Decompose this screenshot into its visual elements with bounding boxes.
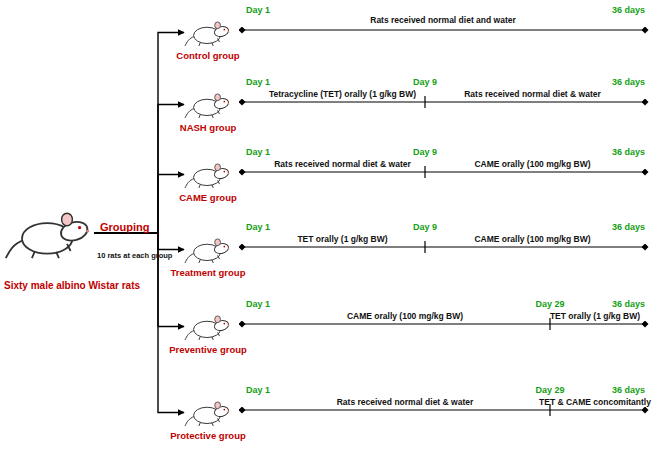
annotation: Rats received normal diet & water <box>337 398 474 407</box>
rat-illustration <box>184 159 232 190</box>
timeline-tick <box>424 241 425 253</box>
grouping-connector <box>94 175 184 234</box>
rat-illustration <box>184 397 232 428</box>
annotation: Rats received normal diet and water <box>370 16 516 25</box>
group-rat: CAME group <box>184 159 232 190</box>
grouping-connector <box>94 105 184 234</box>
day-marker: 36 days <box>612 223 645 232</box>
grouping-connector <box>94 233 184 250</box>
day-marker: 36 days <box>612 386 645 395</box>
timeline <box>242 246 645 247</box>
group-label: Treatment group <box>171 267 246 278</box>
annotation: Grouping <box>100 222 150 233</box>
rat-population: Sixty male albino Wistar rats <box>4 188 94 278</box>
day-marker: Day 1 <box>246 148 270 157</box>
rat-illustration <box>185 316 230 340</box>
annotation: Rats received normal diet & water <box>274 160 411 169</box>
day-marker: 36 days <box>612 6 645 15</box>
rat-illustration <box>184 234 232 265</box>
annotation: TET orally (1 g/kg BW) <box>297 235 387 244</box>
timeline <box>242 323 645 324</box>
annotation: Rats received normal diet & water <box>464 90 601 99</box>
group-rat: Preventive group <box>184 311 232 342</box>
group-label: Protective group <box>170 430 246 441</box>
day-marker: Day 1 <box>246 6 270 15</box>
timeline-tick <box>424 166 425 178</box>
rat-illustration <box>185 164 230 188</box>
annotation: TET orally (1 g/kg BW) <box>550 312 640 321</box>
rat-illustration <box>185 94 230 118</box>
timelines <box>242 30 645 416</box>
group-label: CAME group <box>179 192 237 203</box>
group-rat: NASH group <box>184 89 232 120</box>
annotation: CAME orally (100 mg/kg BW) <box>347 312 463 321</box>
connector-layer <box>94 33 184 413</box>
group-rat: Protective group <box>184 397 232 428</box>
grouping-connector <box>94 233 184 413</box>
grouping-connector <box>94 233 184 327</box>
rat-illustration <box>6 213 90 258</box>
day-marker: Day 29 <box>535 300 564 309</box>
annotation: CAME orally (100 mg/kg BW) <box>474 235 590 244</box>
grouping-connector <box>94 33 184 234</box>
group-label: Preventive group <box>169 344 247 355</box>
rat-illustration <box>184 17 232 48</box>
group-label: NASH group <box>180 122 236 133</box>
timeline <box>242 29 645 30</box>
day-marker: 36 days <box>612 300 645 309</box>
rat-illustration <box>4 188 94 278</box>
timeline <box>242 409 645 410</box>
day-marker: Day 9 <box>413 148 437 157</box>
timeline <box>242 101 645 102</box>
group-rat: Treatment group <box>184 234 232 265</box>
day-marker: Day 1 <box>246 300 270 309</box>
day-marker: Day 1 <box>246 223 270 232</box>
group-label: Sixty male albino Wistar rats <box>4 280 140 291</box>
day-marker: Day 29 <box>535 386 564 395</box>
group-label: Control group <box>176 50 239 61</box>
rat-illustration <box>185 239 230 263</box>
annotation: 10 rats at each group <box>97 252 172 260</box>
day-marker: Day 1 <box>246 78 270 87</box>
day-marker: Day 9 <box>413 223 437 232</box>
timeline <box>242 171 645 172</box>
day-marker: 36 days <box>612 148 645 157</box>
rat-illustration <box>185 22 230 46</box>
day-marker: Day 1 <box>246 386 270 395</box>
annotation: CAME orally (100 mg/kg BW) <box>474 160 590 169</box>
annotation: Tetracycline (TET) orally (1 g/kg BW) <box>269 90 416 99</box>
timeline-tick <box>424 96 425 108</box>
rat-illustration <box>184 89 232 120</box>
annotation: TET & CAME concomitantly <box>539 398 651 407</box>
rat-illustration <box>184 311 232 342</box>
group-rat: Control group <box>184 17 232 48</box>
rat-illustration <box>185 402 230 426</box>
day-marker: Day 9 <box>413 78 437 87</box>
day-marker: 36 days <box>612 78 645 87</box>
